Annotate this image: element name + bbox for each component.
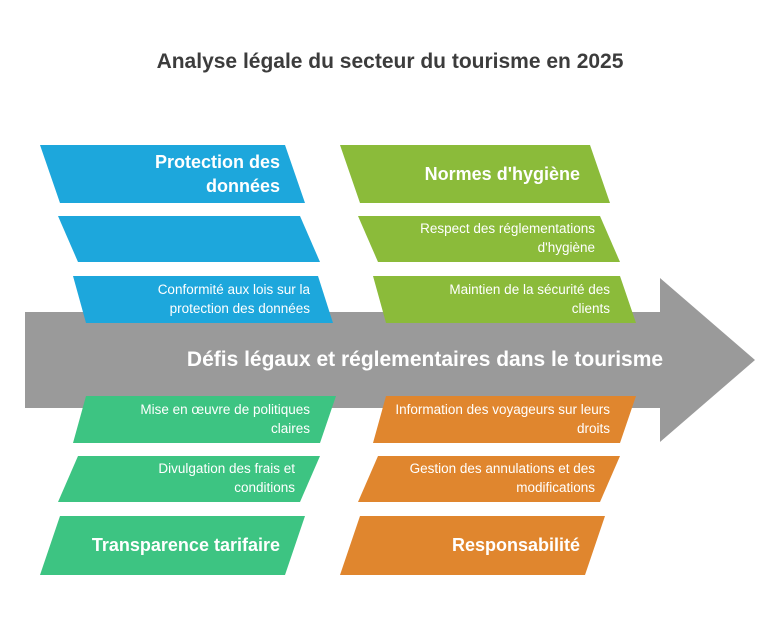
box-top-left-item-1 [58, 216, 320, 262]
box-top-left-item-2 [73, 276, 333, 323]
top-right-head-text: Normes d'hygiène [424, 163, 580, 184]
top-left-head-text: Protection des données [154, 151, 280, 196]
box-bottom-right-head [340, 516, 605, 575]
box-top-right-item-2 [373, 276, 636, 323]
bottom-right-item-1-text: Information des voyageurs sur leurs droi… [395, 401, 610, 436]
top-right-item-1-text: Respect des réglementations d'hygiène [420, 221, 595, 255]
box-bottom-left-item-2 [58, 456, 320, 502]
bottom-right-head-text: Responsabilité [451, 535, 580, 556]
bottom-left-item-2-text: Divulgation des frais et conditions [158, 461, 295, 495]
box-bottom-left-head [40, 516, 305, 575]
top-left-item-2-text: Conformité aux lois sur la protection de… [157, 281, 310, 316]
bottom-left-head-text: Transparence tarifaire [91, 535, 280, 556]
top-left-item-1-text [110, 216, 305, 262]
spine-label: Défis légaux et réglementaires dans le t… [186, 348, 664, 371]
box-top-left-head [40, 145, 305, 203]
bottom-right-item-2-text: Gestion des annulations et des modificat… [409, 461, 595, 495]
box-bottom-left-item-1 [73, 396, 336, 443]
bottom-left-item-1-text: Mise en œuvre de politiques claires [140, 401, 310, 436]
box-bottom-right-item-1 [373, 396, 636, 443]
box-top-right-head [340, 145, 610, 203]
diagram-title: Analyse légale du secteur du tourisme en… [156, 50, 624, 73]
box-top-right-item-1 [358, 216, 620, 262]
box-bottom-right-item-2 [358, 456, 620, 502]
top-right-item-2-text: Maintien de la sécurité des clients [449, 281, 610, 316]
